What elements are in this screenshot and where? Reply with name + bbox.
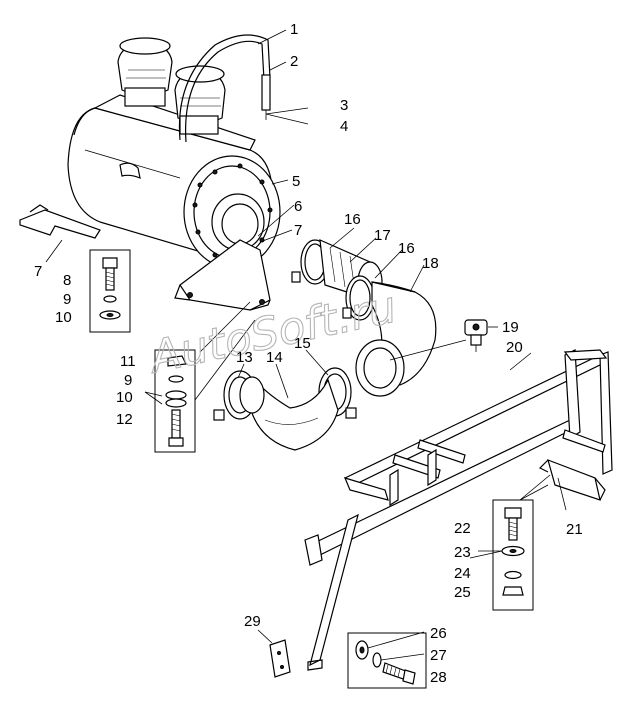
callout-20: 20 — [506, 339, 523, 356]
callout-24: 24 — [454, 565, 471, 582]
callout-12: 12 — [116, 411, 133, 428]
elbow-18 — [355, 281, 437, 397]
callout-7-right: 7 — [294, 222, 302, 239]
callout-8: 8 — [63, 272, 71, 289]
mounting-strap — [178, 34, 271, 143]
fastener-group-26-28 — [347, 632, 427, 689]
callout-23: 23 — [454, 544, 471, 561]
callout-7-left: 7 — [34, 263, 42, 280]
bracket-21 — [538, 459, 606, 501]
callout-17: 17 — [374, 227, 391, 244]
leader-lines — [45, 29, 567, 661]
callout-21: 21 — [566, 521, 583, 538]
fastener-group-22-25 — [492, 499, 534, 611]
callout-2: 2 — [290, 53, 298, 70]
callout-10-top: 10 — [55, 309, 72, 326]
indicator-19 — [464, 319, 488, 352]
callout-16-right: 16 — [398, 240, 415, 257]
callout-15: 15 — [294, 335, 311, 352]
callout-1: 1 — [290, 21, 298, 38]
callout-labels: 1 2 3 4 5 6 7 7 8 9 10 11 9 10 12 13 14 … — [34, 21, 583, 686]
callout-29: 29 — [244, 613, 261, 630]
callout-3: 3 — [340, 97, 348, 114]
callout-11: 11 — [120, 353, 136, 370]
air-cleaner-housing — [67, 94, 281, 269]
callout-26: 26 — [430, 625, 447, 642]
callout-5: 5 — [292, 173, 300, 190]
callout-28: 28 — [430, 669, 447, 686]
callout-9-bottom: 9 — [124, 372, 132, 389]
callout-16-left: 16 — [344, 211, 361, 228]
callout-14: 14 — [266, 349, 283, 366]
callout-19: 19 — [502, 319, 519, 336]
callout-4: 4 — [340, 118, 348, 135]
support-bracket — [19, 204, 271, 311]
callout-13: 13 — [236, 349, 253, 366]
mounting-frame — [304, 349, 613, 671]
callout-9-top: 9 — [63, 291, 71, 308]
plate-29 — [269, 639, 291, 678]
callout-25: 25 — [454, 584, 471, 601]
callout-18: 18 — [422, 255, 439, 272]
bend-pipe-14 — [239, 376, 339, 451]
pre-cleaner-cap-left — [117, 37, 173, 107]
callout-6: 6 — [294, 198, 302, 215]
callout-22: 22 — [454, 520, 471, 537]
callout-27: 27 — [430, 647, 447, 664]
fastener-group-9-12 — [154, 349, 196, 453]
callout-10-bottom: 10 — [116, 389, 133, 406]
fastener-group-8-10 — [89, 249, 131, 333]
